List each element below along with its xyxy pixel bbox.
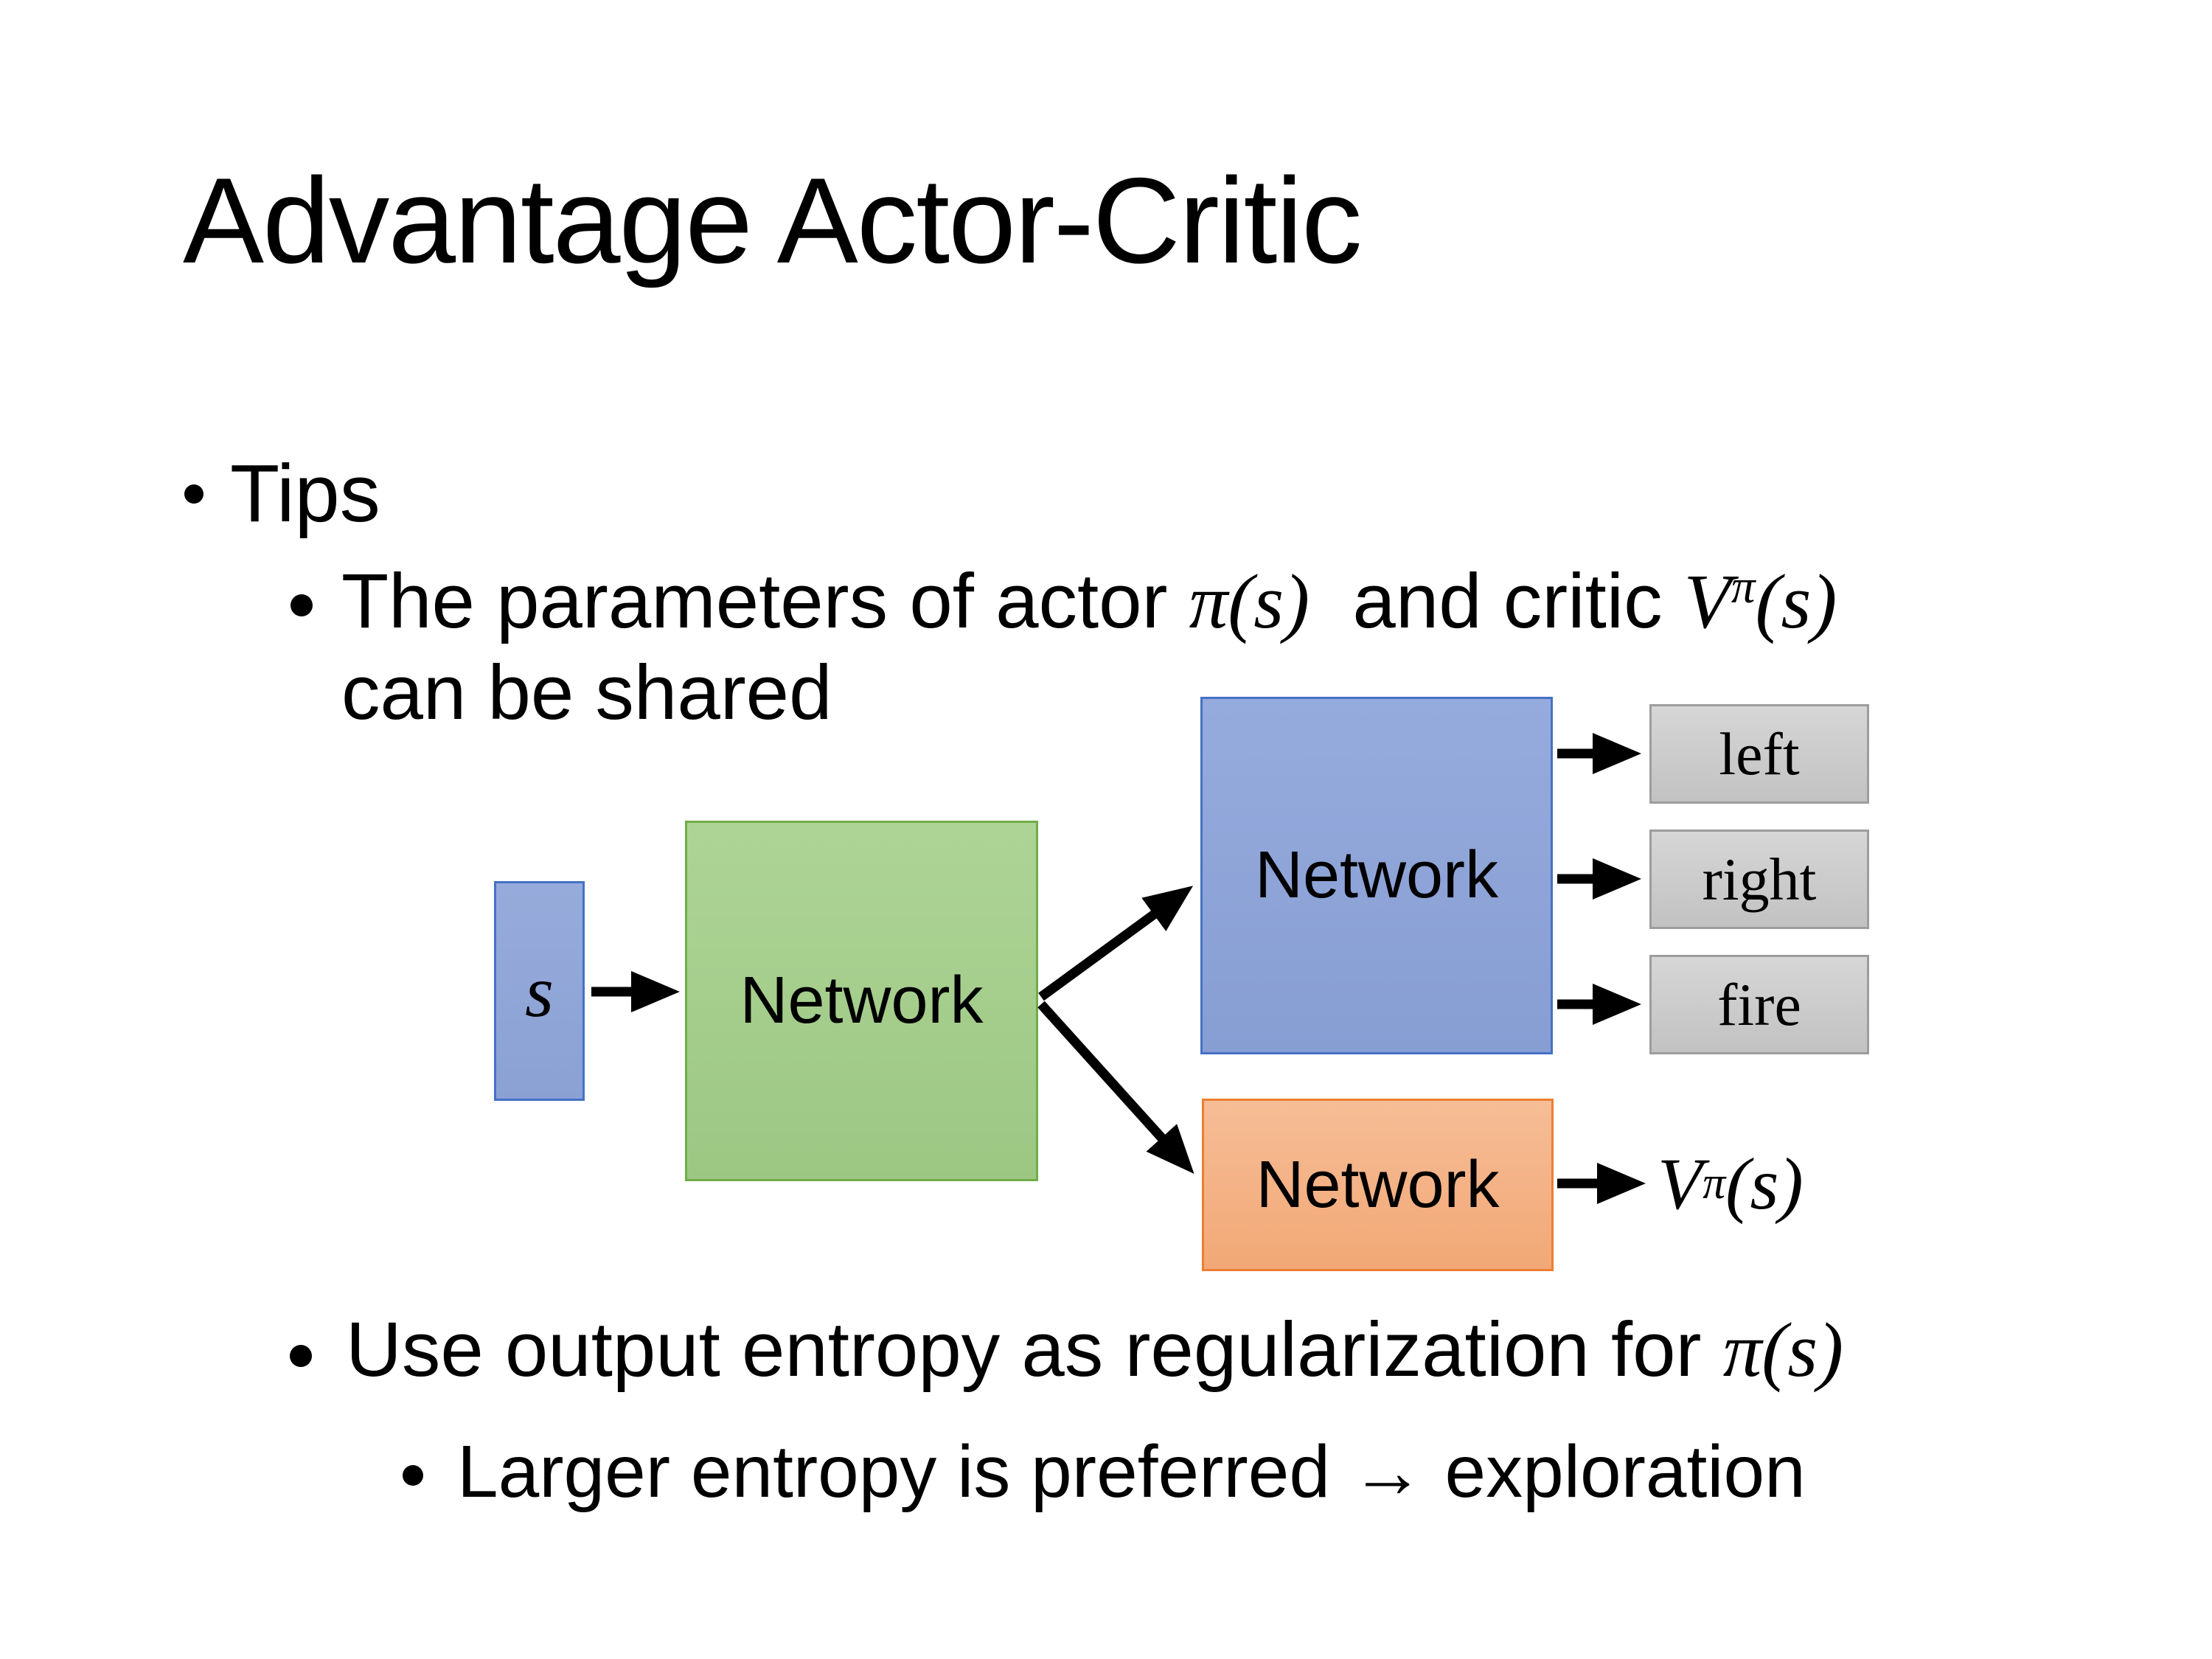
shared-network-label: Network [740, 964, 984, 1037]
bullet-item2: Use output entropy as regularization for… [346, 1307, 1844, 1393]
action-label-right: right [1702, 845, 1817, 913]
arrow-shared-to-critic [1037, 1001, 1194, 1175]
critic-network-label: Network [1256, 1147, 1500, 1222]
arrow-shared-to-actor [1038, 886, 1194, 1001]
bullet-dot-item3 [403, 1465, 423, 1486]
bullet-dot-level1 [184, 484, 204, 504]
critic-network-box: Network [1202, 1099, 1554, 1271]
actor-network-box: Network [1200, 697, 1553, 1054]
bullet-item1-line1: The parameters of actor π(s) and critic … [341, 558, 1837, 644]
bullet-dot-item2 [290, 1345, 312, 1367]
action-label-fire: fire [1717, 970, 1801, 1038]
bullet-tips: Tips [230, 448, 380, 539]
actor-network-label: Network [1254, 838, 1499, 912]
slide-title: Advantage Actor-Critic [183, 153, 1363, 288]
shared-network-box: Network [685, 821, 1038, 1181]
bullet-dot-item1 [291, 594, 313, 616]
bullet-item1-line2: can be shared [341, 650, 832, 736]
action-label-left: left [1719, 720, 1800, 787]
state-label: s [525, 950, 554, 1032]
action-box-fire: fire [1649, 955, 1869, 1054]
bullet-item3: Larger entropy is preferred → exploratio… [457, 1430, 1806, 1513]
state-box: s [494, 881, 585, 1101]
action-box-right: right [1649, 830, 1869, 929]
action-box-left: left [1649, 704, 1869, 804]
